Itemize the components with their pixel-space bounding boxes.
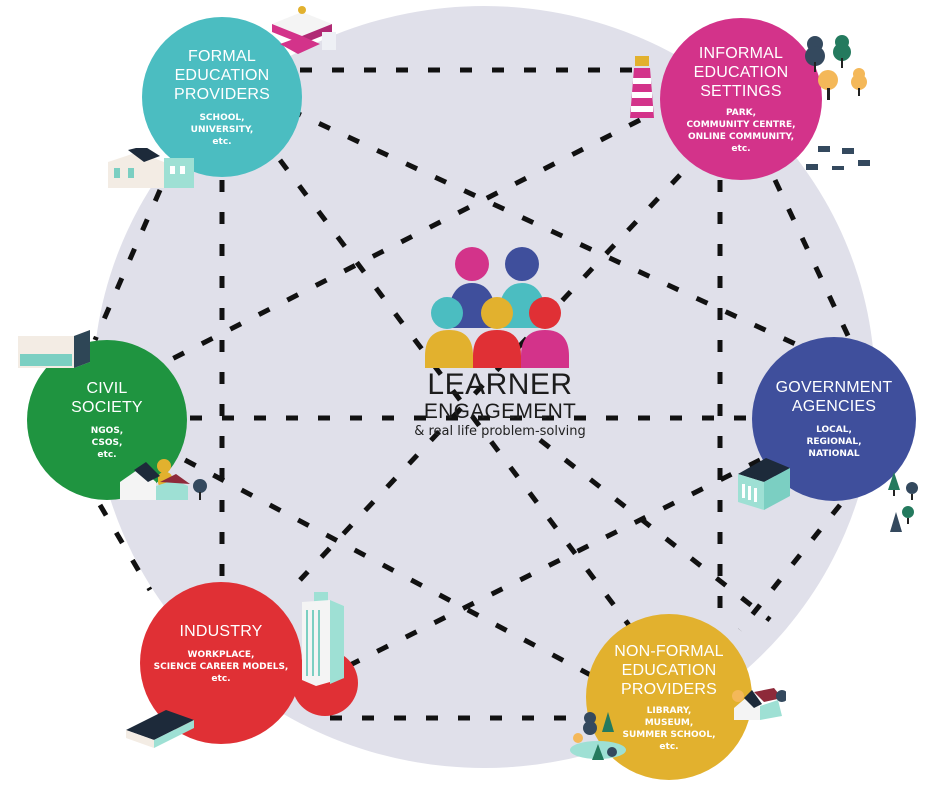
node-subtitle: PARK, COMMUNITY CENTRE, ONLINE COMMUNITY… — [686, 107, 796, 154]
node-subtitle: WORKPLACE, SCIENCE CAREER MODELS, etc. — [153, 650, 289, 684]
node-formal-education: FORMAL EDUCATION PROVIDERS SCHOOL, UNIVE… — [142, 17, 302, 177]
trees-hill-icon — [570, 712, 626, 760]
node-title: INDUSTRY — [179, 623, 263, 640]
learner-engagement-center: LEARNER ENGAGEMENT & real life problem-s… — [380, 232, 620, 440]
cottages-icon — [732, 688, 786, 720]
books-illustration-icon — [272, 6, 336, 54]
factory-building-icon — [126, 710, 194, 748]
pine-trees-icon — [888, 472, 918, 532]
skyscraper-icon — [302, 592, 344, 686]
node-subtitle: SCHOOL, UNIVERSITY, etc. — [190, 112, 254, 147]
school-building-icon — [108, 148, 194, 188]
node-informal-education: INFORMAL EDUCATION SETTINGS PARK, COMMUN… — [660, 18, 822, 180]
lighthouse-icon — [630, 56, 654, 118]
node-title: INFORMAL EDUCATION SETTINGS — [693, 44, 789, 100]
houses-illustration-icon — [120, 459, 207, 500]
center-subtitle: & real life problem-solving — [414, 424, 586, 439]
node-government-agencies: GOVERNMENT AGENCIES LOCAL, REGIONAL, NAT… — [752, 337, 916, 501]
node-subtitle: LOCAL, REGIONAL, NATIONAL — [806, 425, 862, 459]
node-title: NON-FORMAL EDUCATION PROVIDERS — [614, 642, 724, 698]
node-industry: INDUSTRY WORKPLACE, SCIENCE CAREER MODEL… — [140, 582, 302, 744]
government-building-icon — [738, 458, 790, 510]
center-title-learner: LEARNER — [427, 368, 573, 401]
office-building-icon — [18, 330, 90, 368]
center-title-engagement: ENGAGEMENT — [423, 400, 577, 423]
node-subtitle: NGOS, CSOS, etc. — [90, 426, 124, 460]
node-title: FORMAL EDUCATION PROVIDERS — [173, 47, 271, 103]
node-subtitle: LIBRARY, MUSEUM, SUMMER SCHOOL, etc. — [622, 705, 716, 752]
node-title: CIVIL SOCIETY — [71, 380, 143, 416]
node-title: GOVERNMENT AGENCIES — [775, 379, 893, 415]
group-of-learners-icon — [425, 247, 569, 368]
park-trees-icon — [805, 35, 870, 170]
